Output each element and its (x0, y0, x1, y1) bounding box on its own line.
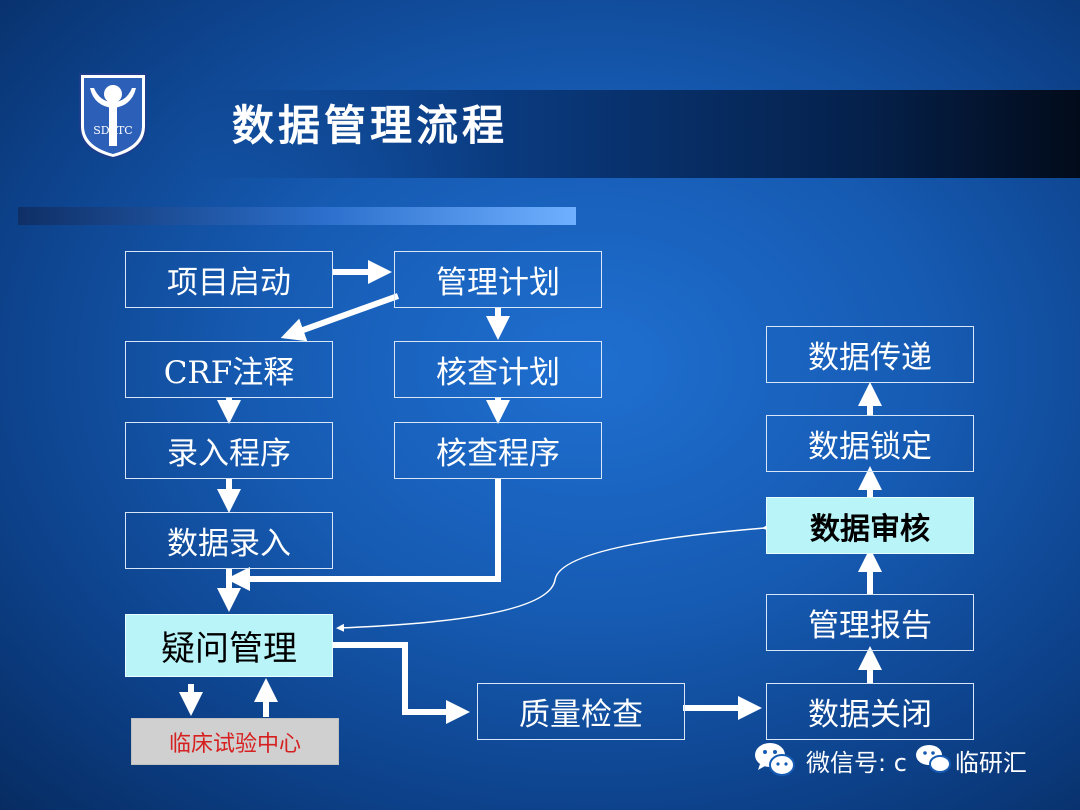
slide-title: 数据管理流程 (232, 101, 509, 150)
sdatc-logo: SDATC (79, 73, 147, 160)
box-quality-check: 质量检查 (477, 683, 685, 740)
box-crf-annotation: CRF注释 (125, 341, 333, 398)
watermark-text-2: 临研汇 (954, 748, 1027, 777)
arrow-plan-to-crf (280, 293, 400, 342)
box-clinical-trial-center: 临床试验中心 (131, 718, 339, 765)
logo-text: SDATC (93, 124, 132, 137)
box-data-transfer: 数据传递 (766, 326, 974, 383)
wechat-watermark: 微信号: c 临研汇 (752, 732, 1027, 788)
box-data-close: 数据关闭 (766, 683, 974, 740)
watermark-text: 微信号: c (806, 748, 907, 777)
box-management-plan: 管理计划 (394, 251, 602, 308)
title-underline-bar (18, 207, 576, 225)
box-check-plan: 核查计划 (394, 341, 602, 398)
box-data-review: 数据审核 (766, 497, 974, 554)
box-data-entry: 数据录入 (125, 512, 333, 569)
wechat-icon (755, 743, 795, 776)
box-management-report: 管理报告 (766, 594, 974, 651)
box-check-program: 核查程序 (394, 422, 602, 479)
arrow-query-to-quality (333, 642, 470, 724)
title-band (200, 90, 1080, 178)
arrow-review-to-query-curve (336, 523, 771, 632)
box-entry-program: 录入程序 (125, 422, 333, 479)
wechat-icon-small (916, 745, 951, 773)
box-data-lock: 数据锁定 (766, 415, 974, 472)
box-project-start: 项目启动 (125, 251, 333, 308)
box-query-management: 疑问管理 (125, 614, 333, 677)
